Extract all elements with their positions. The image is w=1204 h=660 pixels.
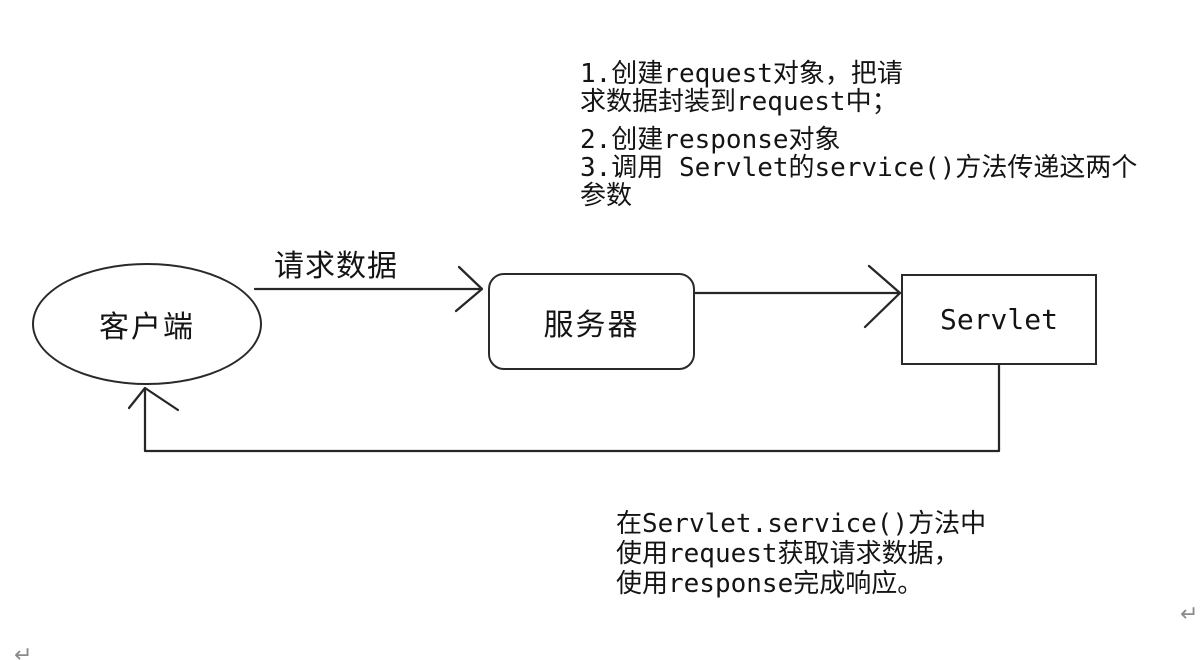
- annotation-line: 使用request获取请求数据，: [616, 539, 960, 569]
- annotation-line: 参数: [580, 181, 633, 211]
- server-node: 服务器: [488, 273, 695, 370]
- servlet-to-client-return-line: [143, 363, 1001, 453]
- annotation-line: 使用response完成响应。: [616, 569, 924, 599]
- server-to-servlet-arrowhead-icon: [863, 264, 902, 329]
- annotation-line: 2.创建response对象: [580, 125, 841, 155]
- annotation-line: 求数据封装到request中；: [580, 87, 898, 117]
- servlet-node-label: Servlet: [939, 303, 1058, 336]
- top-annotation-paragraph-2: 2.创建response对象 3.调用 Servlet的service()方法传…: [580, 126, 1137, 210]
- servlet-to-client-arrowhead-icon: [127, 386, 180, 412]
- client-node-label: 客户端: [99, 310, 195, 345]
- client-node: 客户端: [32, 263, 262, 385]
- paragraph-return-icon: ↵: [14, 643, 33, 660]
- server-node-label: 服务器: [543, 307, 640, 343]
- bottom-annotation-paragraph: 在Servlet.service()方法中 使用request获取请求数据， 使…: [616, 509, 986, 599]
- top-annotation-paragraph-1: 1.创建request对象，把请 求数据封装到request中；: [580, 60, 903, 116]
- annotation-line: 1.创建request对象，把请: [580, 59, 903, 89]
- servlet-node: Servlet: [901, 274, 1097, 365]
- paragraph-return-icon: ↵: [1180, 602, 1199, 627]
- request-data-arrow-label: 请求数据: [274, 249, 398, 284]
- annotation-line: 在Servlet.service()方法中: [616, 509, 987, 539]
- client-to-server-arrowhead-icon: [454, 265, 484, 313]
- annotation-line: 3.调用 Servlet的service()方法传递这两个: [580, 153, 1138, 183]
